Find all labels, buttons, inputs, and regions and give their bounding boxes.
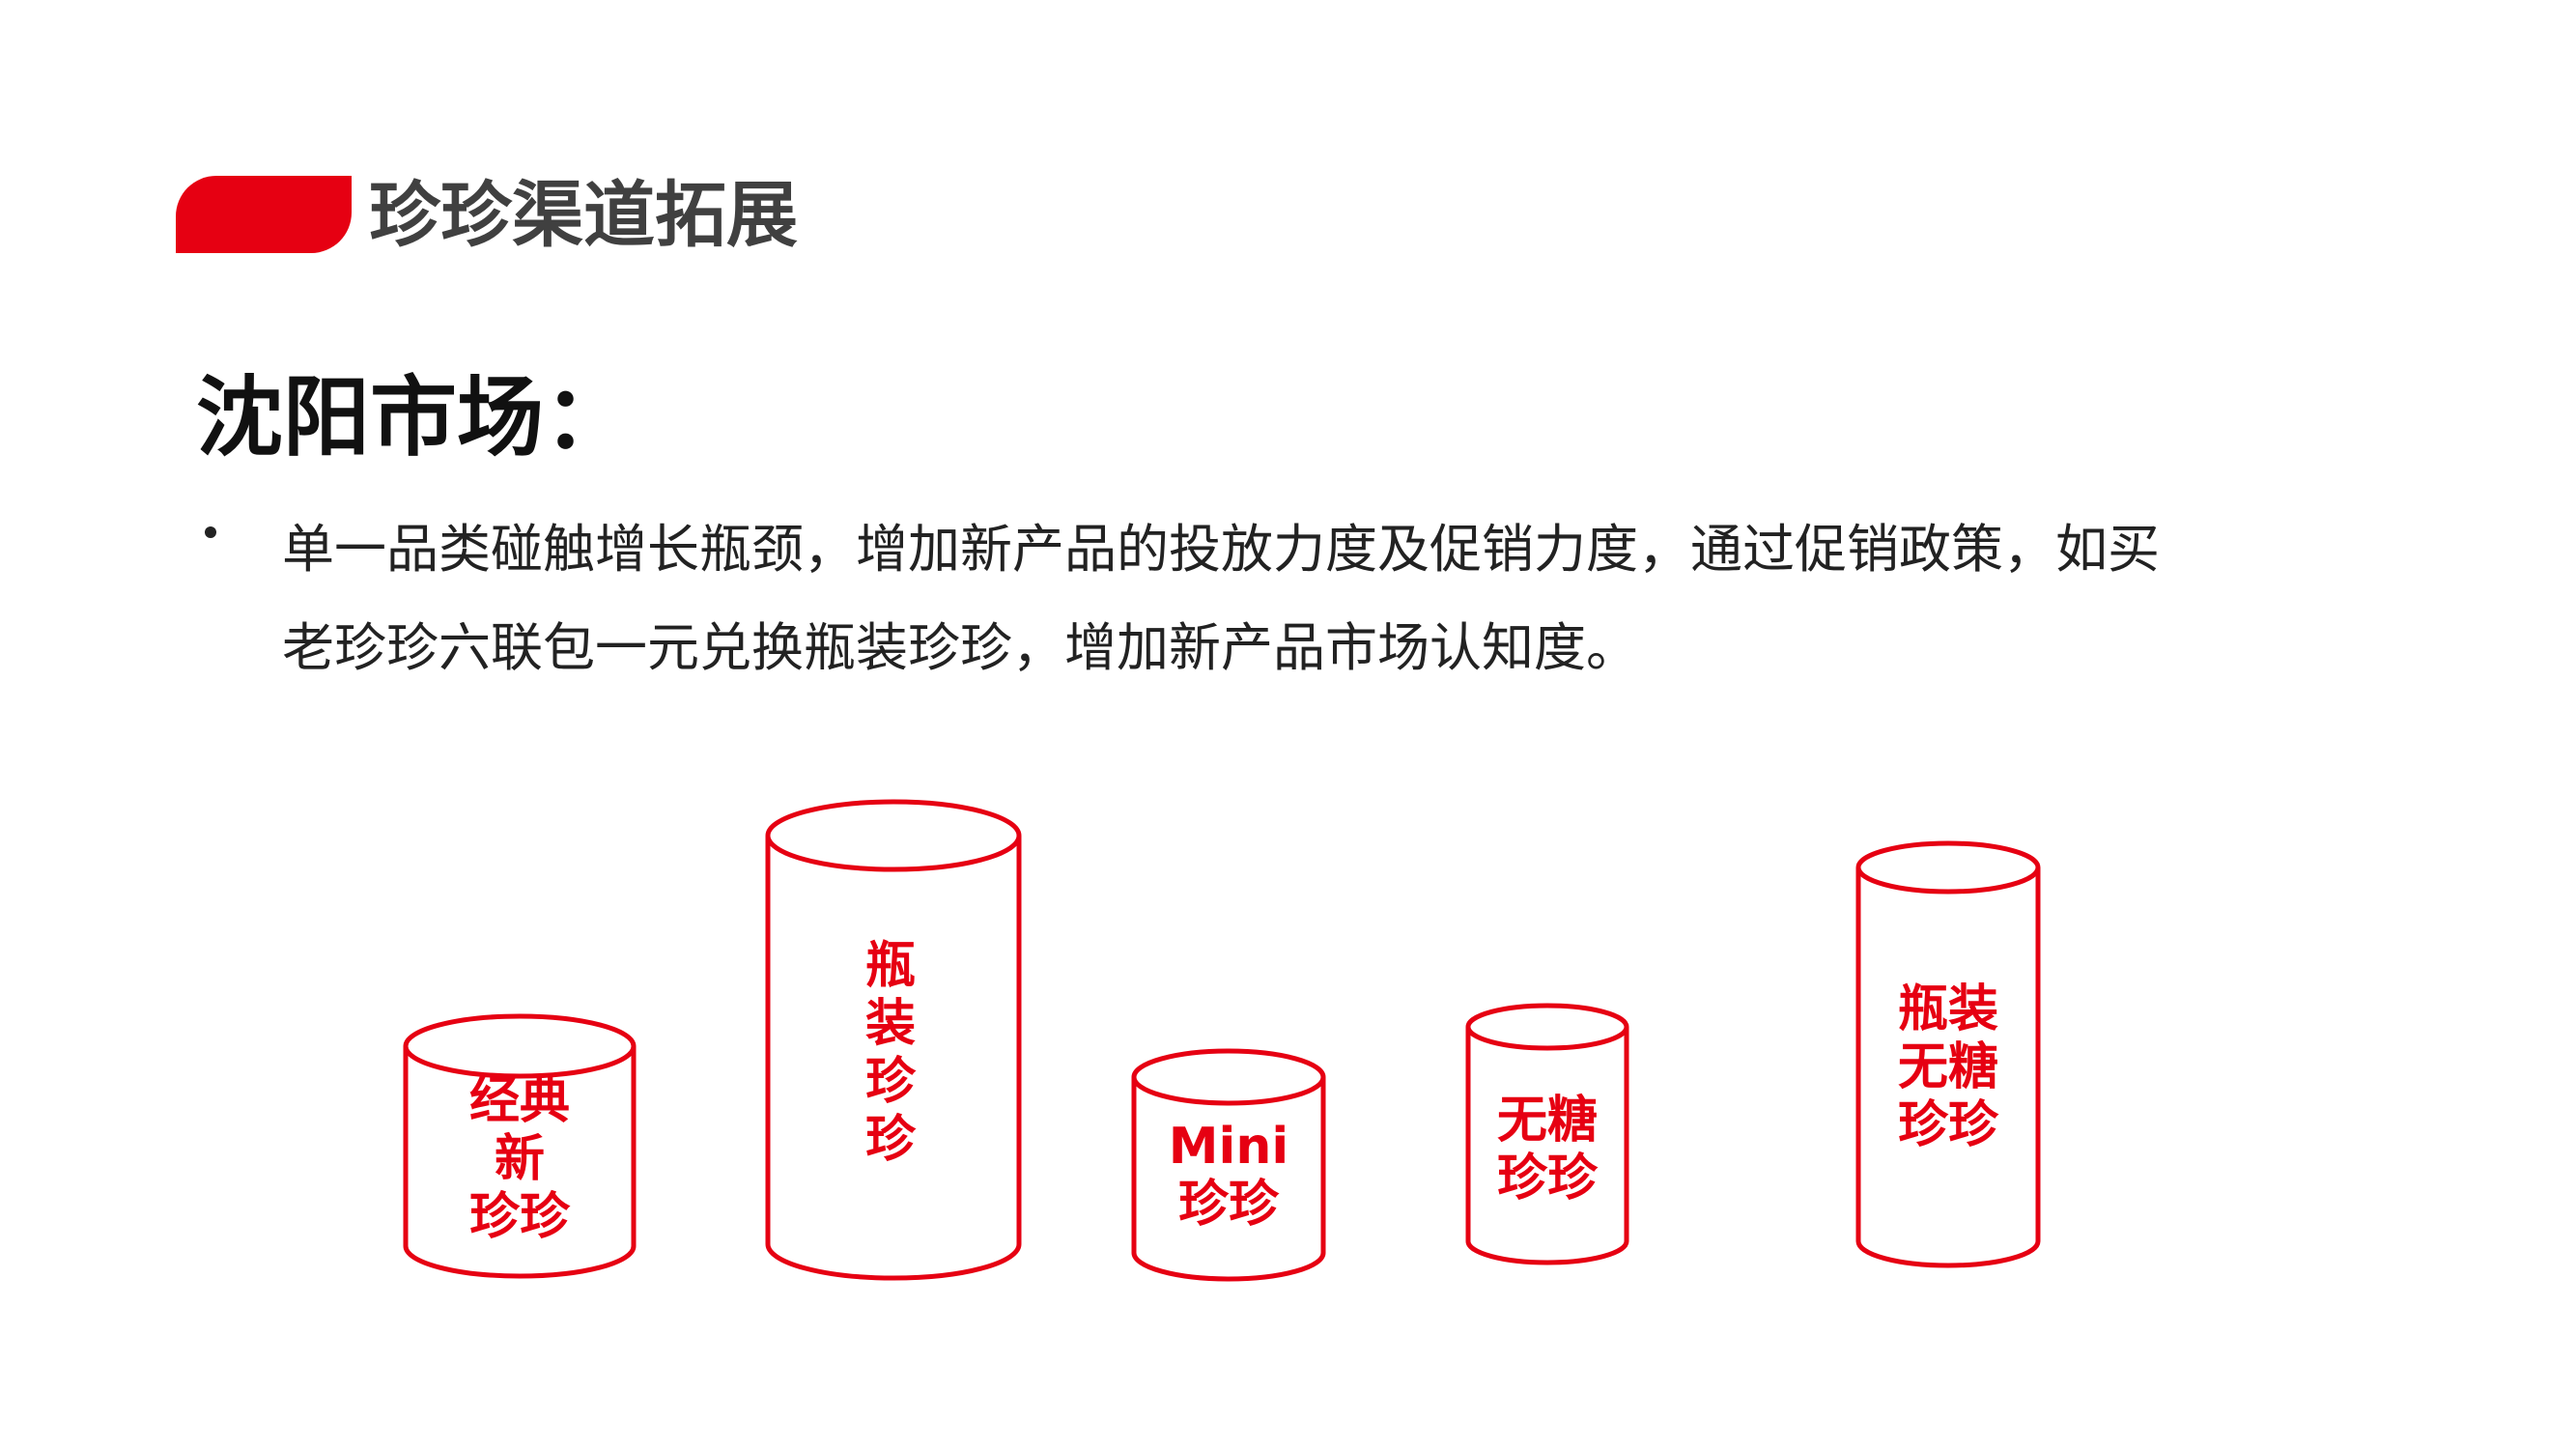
page-title: 珍珍渠道拓展	[369, 174, 798, 257]
cylinder-bottled-sugar-free	[1855, 840, 2041, 1268]
label-line: 新	[494, 1130, 546, 1188]
cylinder-bottled	[765, 799, 1022, 1281]
label-line: 珍	[864, 1053, 917, 1111]
label-line: Mini	[1168, 1118, 1289, 1176]
label-line: 珍珍	[1177, 1176, 1280, 1234]
cylinder-sugar-free	[1465, 1003, 1629, 1265]
section-heading: 沈阳市场：	[196, 367, 631, 469]
label-line: 珍珍	[1496, 1150, 1599, 1208]
label-line: 珍珍	[468, 1188, 571, 1246]
bullet-dot-icon	[205, 526, 216, 538]
header-accent-bar	[176, 176, 352, 253]
cylinder-label-classic-new: 经典 新 珍珍	[469, 1072, 570, 1246]
label-line: 瓶装	[1897, 980, 1999, 1038]
label-line: 装	[864, 995, 917, 1053]
cylinder-mini	[1131, 1048, 1326, 1282]
cylinder-label-mini: Mini 珍珍	[1169, 1118, 1288, 1234]
cylinder-label-bottled: 瓶 装 珍 珍	[865, 937, 916, 1169]
bullet-text-line-1: 单一品类碰触增长瓶颈，增加新产品的投放力度及促销力度，通过促销政策，如买	[282, 519, 2160, 580]
cylinder-label-bottled-sugar-free: 瓶装 无糖 珍珍	[1898, 980, 1998, 1154]
bullet-text: 单一品类碰触增长瓶颈，增加新产品的投放力度及促销力度，通过促销政策，如买 老珍珍…	[282, 500, 2291, 697]
label-line: 无糖	[1897, 1038, 1999, 1096]
cylinder-label-sugar-free: 无糖 珍珍	[1497, 1092, 1598, 1208]
label-line: 经典	[468, 1072, 571, 1130]
cylinder-classic-new	[403, 1013, 637, 1279]
bullet-text-line-2: 老珍珍六联包一元兑换瓶装珍珍，增加新产品市场认知度。	[282, 617, 1638, 678]
label-line: 珍	[864, 1111, 917, 1169]
label-line: 珍珍	[1897, 1096, 1999, 1154]
label-line: 瓶	[864, 937, 917, 995]
label-line: 无糖	[1496, 1092, 1599, 1150]
